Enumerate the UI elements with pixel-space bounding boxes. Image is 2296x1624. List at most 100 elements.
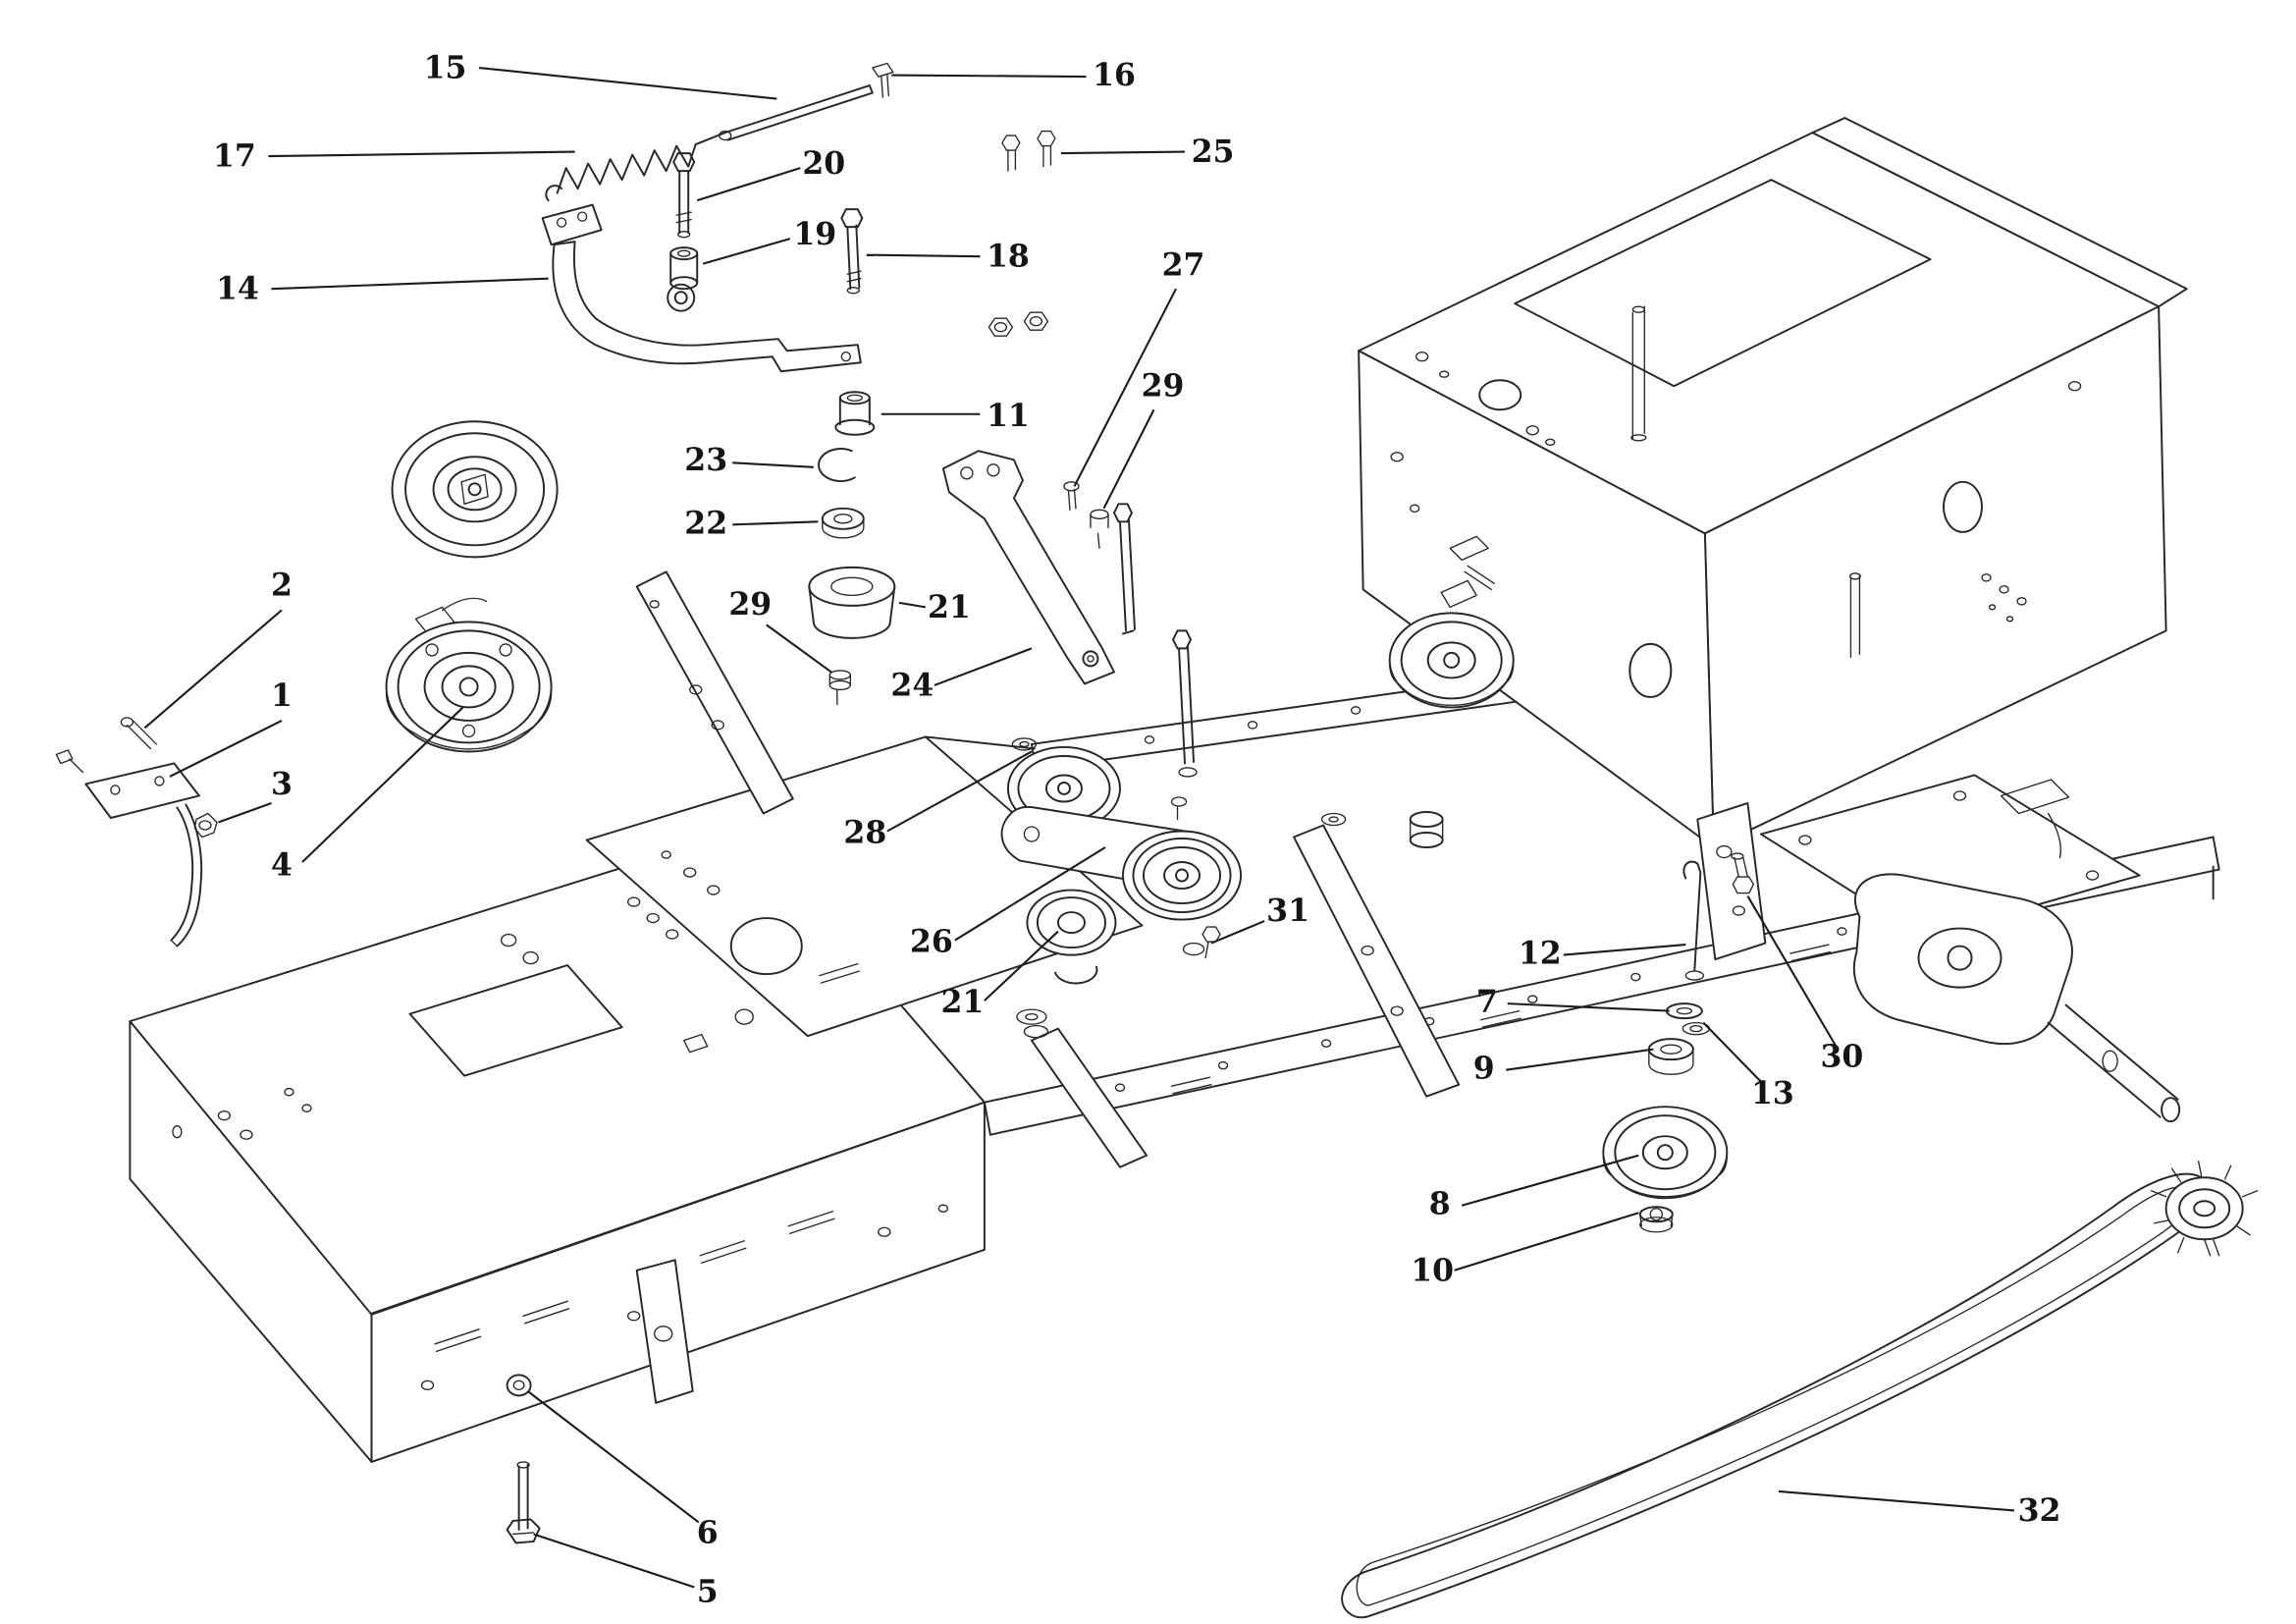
leader-line-25 bbox=[1060, 150, 1186, 155]
engine-idler-pulley bbox=[1320, 579, 1515, 848]
callout-1: 1 bbox=[271, 677, 293, 714]
leader-line-9 bbox=[1506, 1048, 1654, 1071]
bent-rod bbox=[170, 806, 194, 942]
left-channel bbox=[635, 570, 794, 815]
clutch-linkage bbox=[541, 62, 1056, 706]
leader-line-21 bbox=[898, 601, 927, 609]
leader-line-2 bbox=[143, 609, 283, 730]
callout-26: 26 bbox=[910, 924, 953, 960]
clevis-pin-2 bbox=[126, 720, 158, 750]
bracket-plate bbox=[541, 203, 603, 246]
callout-9: 9 bbox=[1473, 1051, 1495, 1087]
leader-line-12 bbox=[1563, 944, 1686, 956]
leader-line-30 bbox=[1746, 895, 1838, 1048]
leader-line-24 bbox=[934, 647, 1033, 686]
pulley-21b bbox=[1026, 889, 1117, 956]
callout-leader-lines bbox=[143, 66, 2015, 1589]
callout-10: 10 bbox=[1411, 1252, 1454, 1288]
callout-30: 30 bbox=[1821, 1039, 1864, 1075]
flat-washer bbox=[1320, 812, 1347, 827]
leader-line-3 bbox=[218, 802, 272, 824]
leader-line-5 bbox=[533, 1533, 695, 1589]
bolt-5-shank bbox=[517, 1463, 529, 1531]
callout-13: 13 bbox=[1751, 1075, 1794, 1111]
callout-24: 24 bbox=[890, 667, 934, 703]
leader-line-19 bbox=[702, 238, 791, 265]
spacer-bushing bbox=[1409, 811, 1444, 828]
leader-line-27 bbox=[1073, 288, 1177, 487]
leader-line-16 bbox=[891, 74, 1087, 79]
fitting-29a bbox=[1090, 509, 1109, 519]
bolt-31 bbox=[1201, 926, 1221, 943]
washer-6 bbox=[506, 1374, 532, 1397]
callout-15: 15 bbox=[424, 50, 467, 86]
center-pulleys bbox=[1000, 737, 1243, 1039]
callout-3: 3 bbox=[271, 766, 293, 802]
callout-21: 21 bbox=[940, 984, 984, 1020]
bolt-20-head bbox=[672, 152, 696, 173]
leader-line-4 bbox=[301, 706, 464, 863]
cross-strut bbox=[1030, 1027, 1148, 1168]
bolt-25b bbox=[1037, 130, 1056, 147]
callout-17: 17 bbox=[213, 138, 256, 175]
leader-line-15 bbox=[478, 66, 777, 100]
rod-bolt bbox=[872, 62, 894, 78]
leader-line-21 bbox=[984, 930, 1059, 1001]
callout-29: 29 bbox=[1142, 368, 1185, 405]
callout-6: 6 bbox=[697, 1514, 719, 1550]
nut-3 bbox=[193, 812, 218, 839]
bolt-29b bbox=[828, 670, 851, 680]
leader-line-29 bbox=[766, 623, 832, 674]
washer-22 bbox=[821, 507, 865, 530]
right-idler-stack bbox=[1602, 852, 1755, 1233]
callout-23: 23 bbox=[684, 442, 727, 478]
leader-line-14 bbox=[271, 277, 549, 291]
callout-20: 20 bbox=[802, 145, 845, 182]
callout-11: 11 bbox=[987, 398, 1030, 434]
leader-line-8 bbox=[1461, 1154, 1639, 1207]
leader-line-31 bbox=[1210, 920, 1265, 945]
anchor-bracket bbox=[55, 717, 218, 947]
leader-line-22 bbox=[732, 520, 819, 526]
callout-8: 8 bbox=[1429, 1186, 1451, 1222]
drive-belt-32 bbox=[1341, 1161, 2259, 1619]
pulley-21a bbox=[808, 566, 896, 607]
v-idler bbox=[1122, 830, 1243, 921]
output-shaft bbox=[2047, 1003, 2179, 1118]
leader-line-20 bbox=[696, 167, 801, 202]
idler-arm-14 bbox=[552, 241, 862, 373]
leader-line-6 bbox=[526, 1390, 700, 1524]
callout-31: 31 bbox=[1266, 893, 1309, 929]
bolt-30 bbox=[1732, 876, 1755, 894]
electric-clutch bbox=[385, 597, 553, 753]
small-bolt bbox=[55, 749, 74, 765]
crank-pulley bbox=[391, 420, 559, 559]
callout-22: 22 bbox=[684, 505, 727, 541]
bolt-18-head bbox=[840, 208, 864, 229]
callout-2: 2 bbox=[271, 567, 293, 603]
washer-7 bbox=[1665, 1002, 1703, 1020]
leader-line-29 bbox=[1102, 408, 1155, 510]
washer-31 bbox=[1182, 942, 1205, 956]
leader-line-26 bbox=[954, 846, 1106, 942]
spacer-9 bbox=[1647, 1038, 1694, 1061]
leader-line-10 bbox=[1454, 1212, 1639, 1272]
deck-bolt bbox=[506, 1374, 541, 1544]
leader-line-1 bbox=[169, 720, 283, 778]
callout-12: 12 bbox=[1519, 936, 1562, 972]
callout-28: 28 bbox=[843, 815, 886, 851]
mid-plate bbox=[585, 735, 1144, 1038]
spiked-pulley bbox=[2150, 1161, 2259, 1257]
bushing-11 bbox=[838, 391, 871, 406]
leader-line-18 bbox=[866, 253, 981, 258]
link-rod-12 bbox=[1682, 860, 1702, 971]
nut bbox=[988, 317, 1014, 337]
deck-leg bbox=[635, 1259, 694, 1404]
snap-ring-23 bbox=[818, 448, 856, 483]
idler-pulley-8 bbox=[1602, 1106, 1729, 1200]
callout-25: 25 bbox=[1192, 134, 1235, 170]
leader-line-7 bbox=[1507, 1002, 1670, 1012]
